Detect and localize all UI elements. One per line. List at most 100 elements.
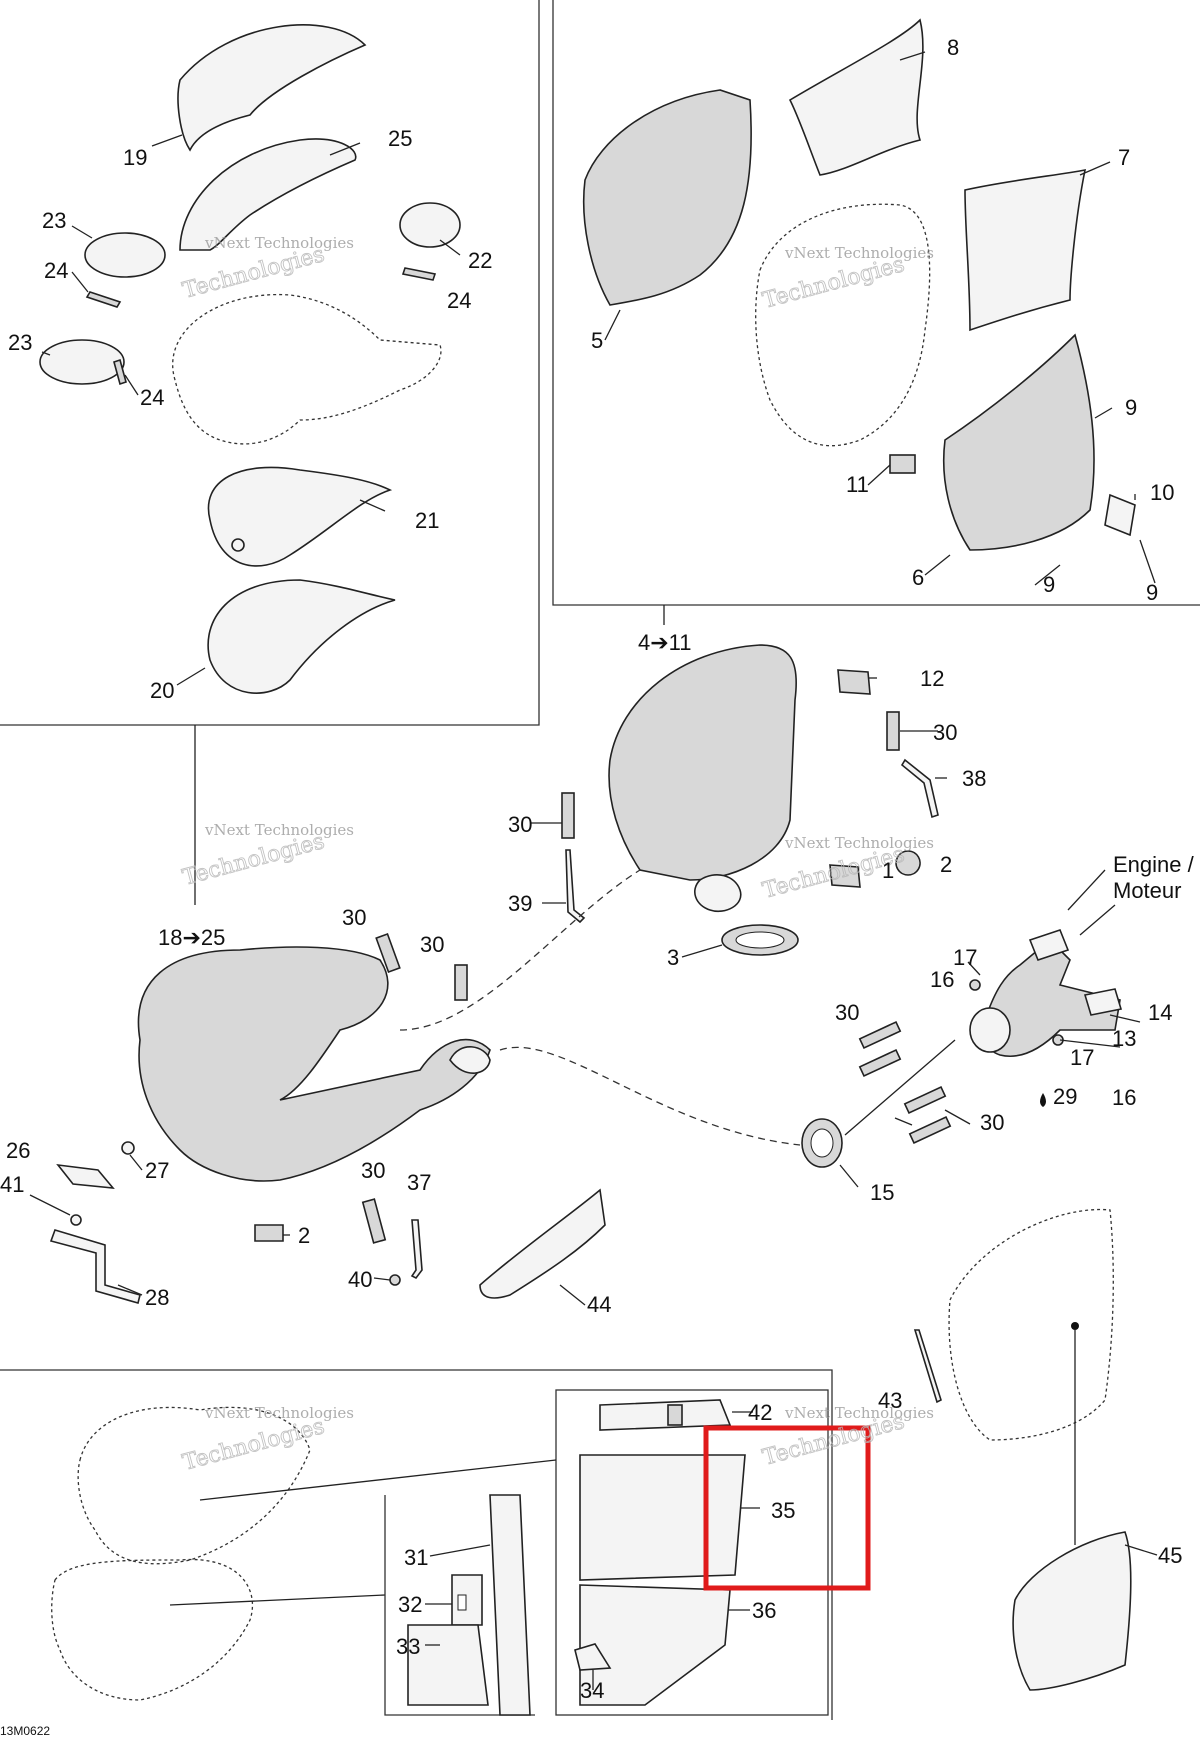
callout-39: 39 — [508, 891, 532, 916]
callout-23-top: 23 — [42, 208, 66, 233]
callout-23-bottom: 23 — [8, 330, 32, 355]
callout-17-b: 17 — [1070, 1045, 1094, 1070]
insulation-31 — [489, 1494, 531, 1716]
insulation-34 — [574, 1643, 612, 1671]
insulation-32 — [451, 1574, 483, 1626]
callout-41: 41 — [0, 1172, 24, 1197]
muffler-dashed-outline — [755, 203, 931, 447]
pipe-outlet — [449, 1046, 491, 1074]
muffler-bottom-right — [913, 1208, 1132, 1691]
insulation-42 — [599, 1399, 732, 1431]
spring-30-mid-b — [454, 964, 468, 1001]
frame-31-33 — [384, 1495, 535, 1716]
watermark-line1-e: vNext Technologies — [204, 1404, 354, 1422]
callout-13: 13 — [1112, 1026, 1136, 1051]
callout-25: 25 — [388, 126, 412, 151]
spring-30-lower — [361, 1198, 387, 1244]
callout-31: 31 — [404, 1545, 428, 1570]
callout-8: 8 — [947, 35, 959, 60]
tuned-pipe-group — [39, 24, 461, 694]
callout-34: 34 — [580, 1678, 604, 1703]
heat-shield-20 — [207, 579, 396, 694]
heat-shield-44 — [479, 1188, 606, 1299]
grommet-3-hole — [735, 931, 785, 949]
heat-shield-19 — [177, 24, 367, 152]
muffler-shell-5 — [582, 89, 752, 306]
tuned-pipe-18-25 — [137, 946, 491, 1182]
callout-44: 44 — [587, 1292, 611, 1317]
callout-30-d: 30 — [420, 932, 444, 957]
bracket-28 — [49, 1229, 141, 1304]
callout-37: 37 — [407, 1170, 431, 1195]
leader-shell-lower — [169, 1594, 386, 1606]
clamp-22 — [399, 202, 461, 248]
callout-leaders — [29, 51, 1158, 1690]
plate-10 — [1104, 493, 1136, 537]
callout-43: 43 — [878, 1388, 902, 1413]
callout-1: 1 — [882, 858, 894, 883]
shell-upper-dashed — [77, 1406, 311, 1565]
callout-35: 35 — [771, 1498, 795, 1523]
callout-6: 6 — [912, 565, 924, 590]
callout-3: 3 — [667, 945, 679, 970]
spring-30-right-d — [908, 1115, 952, 1145]
watermark-line1-d: vNext Technologies — [784, 834, 934, 852]
callout-12: 12 — [920, 666, 944, 691]
exhaust-manifold — [801, 929, 1123, 1168]
frame-top-right — [552, 0, 1200, 606]
shield-21-hole — [231, 538, 245, 552]
muffler-shell-group — [582, 18, 1136, 551]
engine-label-line1: Engine / — [1113, 852, 1195, 877]
callout-22: 22 — [468, 248, 492, 273]
callout-9-b: 9 — [1043, 572, 1055, 597]
bumper-2-left — [254, 1224, 284, 1242]
insulation-35 — [579, 1454, 746, 1581]
clamp-23-bottom — [39, 339, 125, 385]
spring-30-right-c — [903, 1085, 947, 1115]
strip-43 — [913, 1329, 942, 1404]
gasket-14-a — [1028, 929, 1070, 961]
callout-15: 15 — [870, 1180, 894, 1205]
tuned-pipe-assembly — [49, 933, 606, 1304]
bracket-38 — [900, 758, 939, 819]
spring-30-mid-a — [375, 933, 401, 973]
spring-24-top — [85, 291, 122, 308]
spring-30-top — [886, 711, 900, 751]
callout-45: 45 — [1158, 1543, 1182, 1568]
engine-label-line2: Moteur — [1113, 878, 1181, 903]
spring-24-bottom — [113, 358, 127, 386]
nut-40 — [389, 1274, 401, 1286]
callout-36: 36 — [752, 1598, 776, 1623]
callout-38: 38 — [962, 766, 986, 791]
mounting-point — [1071, 1322, 1079, 1330]
bracket-26 — [56, 1163, 115, 1189]
callout-32: 32 — [398, 1592, 422, 1617]
bolt-27 — [121, 1141, 135, 1155]
insulation-7 — [964, 168, 1087, 332]
bumper-11 — [889, 454, 916, 474]
callout-16-b: 16 — [1112, 1085, 1136, 1110]
callout-30-g: 30 — [361, 1158, 385, 1183]
insulation-8 — [788, 18, 924, 176]
watermarks: vNext Technologies Technologies vNext Te… — [180, 234, 934, 1476]
callout-30-b: 30 — [508, 812, 532, 837]
callout-30-f: 30 — [980, 1110, 1004, 1135]
figure-code: 13M0622 — [0, 1724, 50, 1738]
callout-33: 33 — [396, 1634, 420, 1659]
spring-30-right-b — [858, 1048, 902, 1078]
callout-28: 28 — [145, 1285, 169, 1310]
callout-26: 26 — [6, 1138, 30, 1163]
callout-24-bottom: 24 — [140, 385, 164, 410]
manifold-outlet — [969, 1007, 1011, 1053]
drop-icon-29 — [1040, 1093, 1046, 1107]
gasket-14-b — [1083, 988, 1123, 1016]
watermark-line1-b: vNext Technologies — [784, 244, 934, 262]
muffler-shell-6 — [942, 333, 1095, 551]
callout-11: 11 — [846, 472, 869, 497]
callout-29: 29 — [1053, 1084, 1077, 1109]
bumper-12 — [837, 669, 871, 695]
spring-24-right — [401, 267, 437, 281]
bumper-2-right — [895, 850, 921, 876]
